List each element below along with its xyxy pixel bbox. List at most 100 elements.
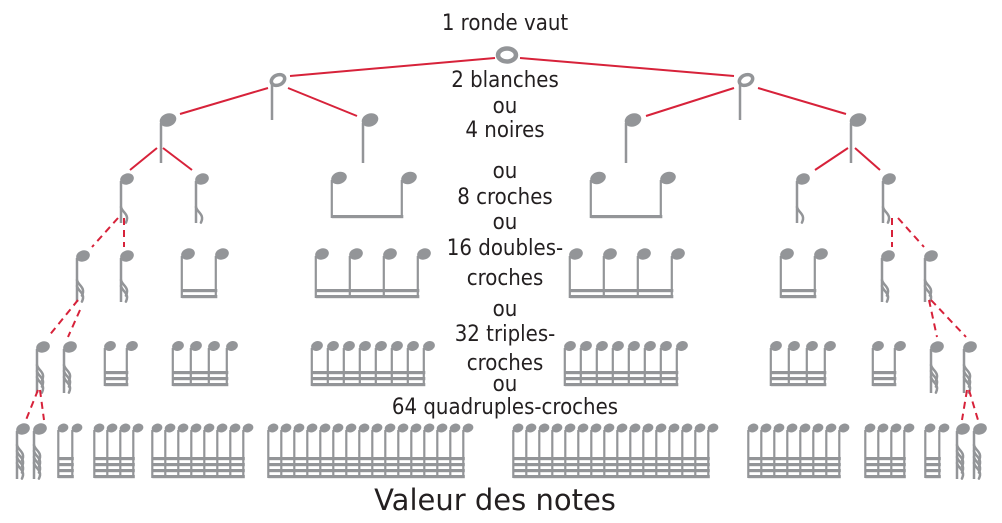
notehead xyxy=(596,341,608,351)
notehead xyxy=(564,341,576,351)
beam xyxy=(152,457,245,461)
flag xyxy=(119,284,129,303)
notehead xyxy=(760,423,772,433)
notehead xyxy=(786,423,798,433)
notehead xyxy=(629,423,641,433)
notehead xyxy=(814,248,828,260)
beam xyxy=(331,215,404,219)
sixteenth-note xyxy=(880,250,895,303)
notehead xyxy=(132,423,144,433)
notehead xyxy=(216,423,228,433)
connector-line xyxy=(854,147,881,171)
notehead xyxy=(226,341,238,351)
flag xyxy=(15,461,25,480)
connector-line xyxy=(814,147,849,171)
notehead xyxy=(293,423,305,433)
notehead xyxy=(806,341,818,351)
beam xyxy=(94,475,135,479)
beam xyxy=(58,457,74,461)
notehead xyxy=(824,341,836,351)
notehead xyxy=(375,341,387,351)
notehead xyxy=(306,423,318,433)
notehead xyxy=(449,423,461,433)
notehead xyxy=(877,423,889,433)
beam xyxy=(748,469,841,473)
notehead xyxy=(151,423,163,433)
notehead xyxy=(267,423,279,433)
beam xyxy=(513,475,710,479)
notehead xyxy=(76,250,90,262)
notehead xyxy=(577,423,589,433)
beamed-sixteenth-notes xyxy=(779,248,828,299)
beamed-thirty-second-notes xyxy=(310,341,435,387)
sixty-fourth-note xyxy=(972,423,987,480)
connector-line xyxy=(930,299,967,338)
thirty-second-note xyxy=(35,341,50,394)
flag xyxy=(35,375,45,394)
notehead xyxy=(770,341,782,351)
notehead xyxy=(195,173,209,185)
beam xyxy=(181,289,218,293)
notehead xyxy=(242,423,254,433)
beam xyxy=(268,475,465,479)
beam xyxy=(94,463,135,467)
notehead xyxy=(319,423,331,433)
notehead xyxy=(796,173,810,185)
beam xyxy=(172,377,229,381)
beam xyxy=(872,377,897,381)
label-sixteenth-notes-cont: croches xyxy=(466,266,544,291)
quarter-note xyxy=(624,113,642,163)
notehead xyxy=(637,248,651,260)
beam xyxy=(925,457,941,461)
notehead xyxy=(203,423,215,433)
beamed-thirty-second-notes xyxy=(563,341,688,387)
sixty-fourth-note xyxy=(32,423,47,480)
notehead xyxy=(358,423,370,433)
thirty-second-note xyxy=(929,341,944,394)
connector-line xyxy=(47,299,79,338)
notehead xyxy=(590,171,606,185)
beam xyxy=(770,371,827,375)
quarter-note xyxy=(849,113,867,163)
beamed-sixty-fourth-notes xyxy=(747,423,850,479)
quarter-note xyxy=(159,113,177,163)
beam xyxy=(865,457,906,461)
notehead xyxy=(671,248,685,260)
beamed-thirty-second-notes xyxy=(769,341,836,387)
notehead xyxy=(872,341,884,351)
label-sixteenth-notes: 16 doubles- xyxy=(446,236,564,261)
beam xyxy=(315,289,420,293)
notehead xyxy=(956,423,970,435)
notehead xyxy=(812,423,824,433)
flag xyxy=(62,375,72,394)
beam xyxy=(925,463,941,467)
notehead xyxy=(747,423,759,433)
notehead xyxy=(63,341,77,353)
beamed-sixteenth-notes xyxy=(180,248,229,299)
beam xyxy=(58,475,74,479)
notehead xyxy=(681,423,693,433)
notehead xyxy=(177,423,189,433)
flag xyxy=(923,284,933,303)
beam xyxy=(152,463,245,467)
beam xyxy=(181,295,218,299)
beam xyxy=(872,383,897,387)
flag xyxy=(32,461,42,480)
label-or: ou xyxy=(492,297,518,322)
beamed-sixty-fourth-notes xyxy=(864,423,915,479)
notehead xyxy=(106,423,118,433)
beam xyxy=(268,469,465,473)
beam xyxy=(513,463,710,467)
notehead xyxy=(181,248,195,260)
notehead xyxy=(462,423,474,433)
label-half-notes: 2 blanches xyxy=(451,68,559,93)
beam xyxy=(58,463,74,467)
label-eighth-notes: 8 croches xyxy=(457,185,553,210)
beam xyxy=(58,469,74,473)
notehead xyxy=(676,341,688,351)
flag xyxy=(194,205,204,224)
beam xyxy=(872,371,897,375)
flag xyxy=(119,205,129,224)
notehead xyxy=(332,423,344,433)
flag xyxy=(972,461,982,480)
